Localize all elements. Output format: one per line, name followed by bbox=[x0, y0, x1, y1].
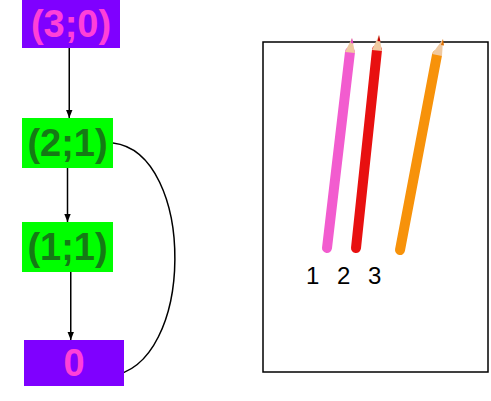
state-label: 0 bbox=[63, 344, 84, 382]
pencil-number: 1 bbox=[306, 264, 319, 288]
state-label: (2;1) bbox=[27, 124, 107, 162]
pink-pencil bbox=[327, 38, 355, 248]
state-box: (2;1) bbox=[22, 118, 113, 168]
red-pencil bbox=[356, 35, 382, 248]
orange-pencil bbox=[400, 39, 444, 250]
final-box: 0 bbox=[24, 340, 124, 386]
state-label: (1;1) bbox=[27, 228, 107, 266]
state-box: (3;0) bbox=[22, 0, 120, 48]
pencil-number: 2 bbox=[337, 264, 350, 288]
picture-frame bbox=[263, 42, 488, 372]
transition-arrow bbox=[70, 272, 72, 340]
transition-arrow bbox=[67, 168, 69, 222]
pencil-number: 3 bbox=[368, 264, 381, 288]
state-label: (3;0) bbox=[31, 5, 111, 43]
state-box: (1;1) bbox=[22, 222, 113, 272]
transition-arrow bbox=[69, 48, 71, 118]
